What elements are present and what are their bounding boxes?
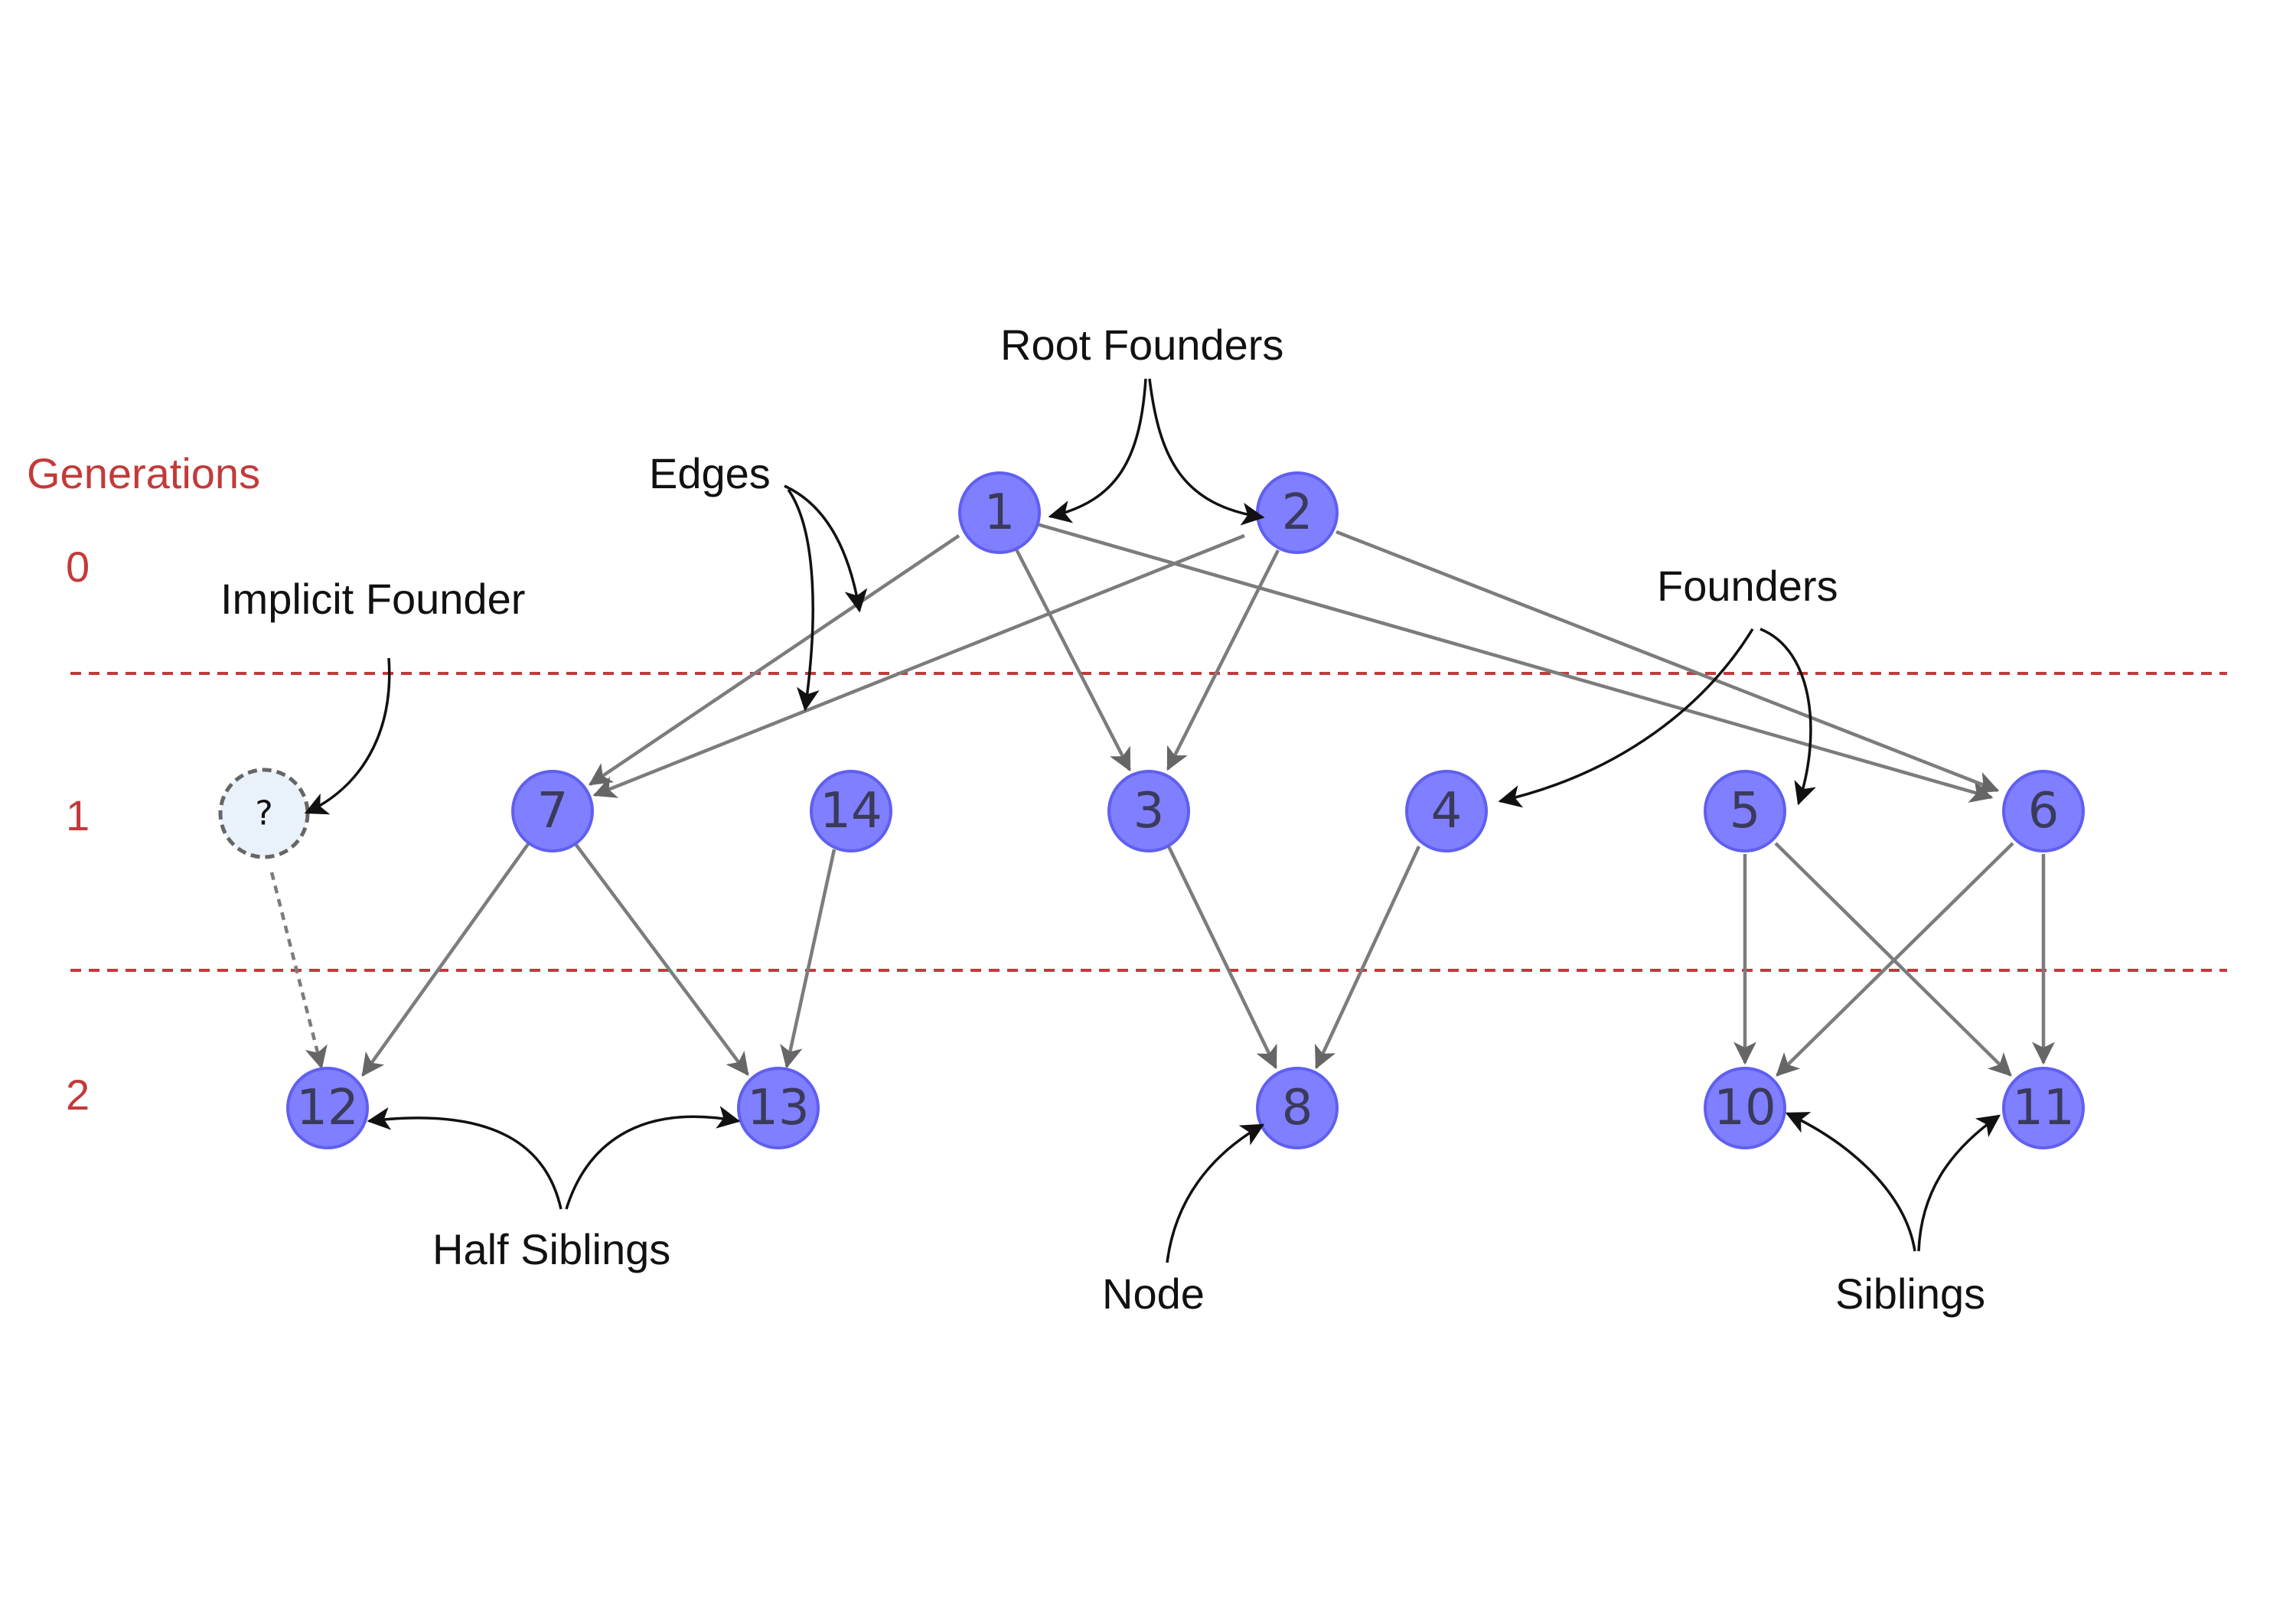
edge-6-10 — [1776, 842, 2014, 1077]
node-label-2: 2 — [1282, 484, 1313, 541]
annotation-root-founders: Root Founders — [1000, 321, 1283, 369]
generation-label-0: 0 — [66, 543, 90, 591]
generation-label-2: 2 — [66, 1071, 90, 1119]
node-label-12: 12 — [296, 1080, 358, 1136]
edge-4-8 — [1314, 846, 1421, 1070]
pointer-root-founders-1 — [1048, 378, 1147, 523]
edge-2-7 — [592, 533, 1245, 798]
pointer-founders-5 — [1760, 627, 1816, 806]
annotation-node: Node — [1102, 1270, 1205, 1318]
node-label-11: 11 — [2012, 1080, 2074, 1136]
node-1[interactable]: 1 — [958, 471, 1041, 554]
pointer-siblings-11 — [1917, 1114, 2001, 1252]
pointer-edges-2 — [787, 488, 820, 712]
annotation-curves — [304, 378, 2001, 1263]
annotation-siblings: Siblings — [1835, 1270, 1985, 1318]
node-label-10: 10 — [1714, 1080, 1776, 1136]
edge-implicit-12 — [269, 872, 328, 1070]
pointer-root-founders-2 — [1148, 378, 1265, 526]
node-label-6: 6 — [2028, 783, 2060, 839]
node-12[interactable]: 12 — [286, 1067, 369, 1149]
pointer-edges-1 — [784, 484, 868, 613]
node-label-1: 1 — [984, 484, 1016, 541]
annotation-half-siblings: Half Siblings — [432, 1225, 670, 1273]
edge-14-13 — [780, 849, 837, 1069]
pointer-node-8 — [1166, 1123, 1265, 1263]
node-14[interactable]: 14 — [810, 770, 892, 852]
implicit-founder-node[interactable]: ? — [218, 768, 310, 859]
node-label-8: 8 — [1282, 1080, 1313, 1136]
node-3[interactable]: 3 — [1107, 770, 1190, 852]
implicit-founder-label: ? — [255, 794, 272, 833]
pointer-half-siblings-12 — [367, 1107, 563, 1210]
node-4[interactable]: 4 — [1405, 770, 1488, 852]
node-label-3: 3 — [1133, 783, 1165, 839]
node-label-7: 7 — [537, 783, 569, 839]
edges-group — [269, 522, 2055, 1077]
edge-7-12 — [361, 843, 530, 1077]
node-2[interactable]: 2 — [1256, 471, 1339, 554]
node-6[interactable]: 6 — [2002, 770, 2085, 852]
node-13[interactable]: 13 — [737, 1067, 820, 1149]
edge-1-6 — [1036, 522, 1994, 803]
edge-1-7 — [588, 534, 960, 786]
node-label-4: 4 — [1431, 783, 1463, 839]
generations-title: Generations — [27, 449, 260, 497]
edge-3-8 — [1166, 846, 1278, 1070]
node-7[interactable]: 7 — [511, 770, 594, 852]
generation-label-1: 1 — [66, 791, 90, 839]
node-label-5: 5 — [1730, 783, 1761, 839]
node-5[interactable]: 5 — [1704, 770, 1786, 852]
pointer-half-siblings-13 — [565, 1106, 741, 1210]
node-10[interactable]: 10 — [1704, 1067, 1786, 1149]
annotation-edges: Edges — [649, 449, 771, 497]
edge-2-6 — [1336, 530, 2000, 794]
pointer-implicit-founder — [304, 657, 391, 815]
node-label-13: 13 — [747, 1080, 809, 1136]
annotation-implicit-founder: Implicit Founder — [220, 575, 525, 623]
annotation-founders: Founders — [1657, 562, 1838, 610]
pointer-siblings-10 — [1785, 1112, 1916, 1252]
node-label-14: 14 — [820, 783, 882, 839]
node-8[interactable]: 8 — [1256, 1067, 1339, 1149]
edge-2-3 — [1166, 549, 1280, 771]
edge-1-3 — [1014, 548, 1132, 772]
edge-7-13 — [574, 843, 749, 1077]
pointer-founders-4 — [1498, 628, 1754, 808]
node-11[interactable]: 11 — [2002, 1067, 2085, 1149]
nodes-group: 1 2 7 14 3 4 5 6 — [218, 471, 2085, 1149]
